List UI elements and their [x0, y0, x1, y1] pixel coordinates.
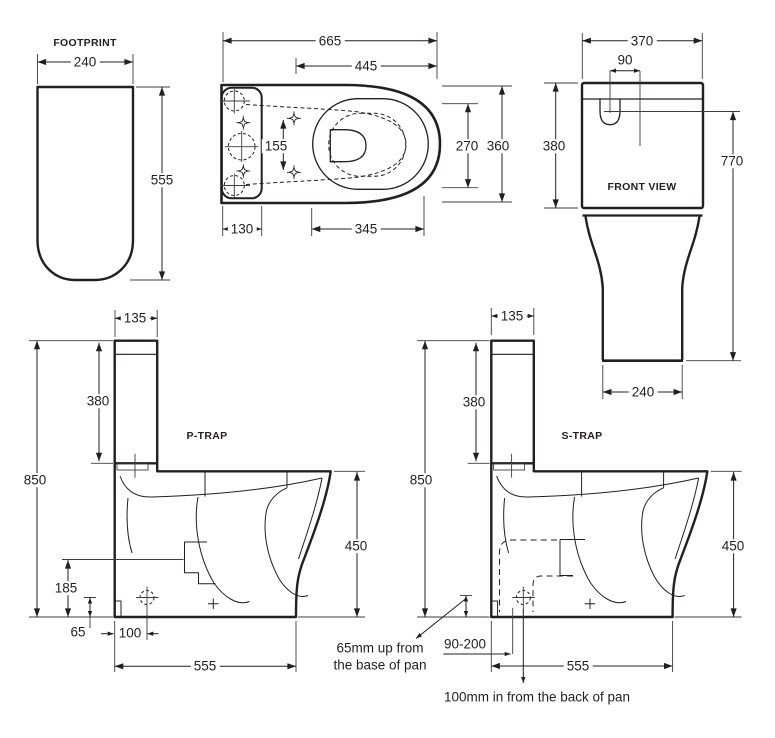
dim-ptrap-100: 100	[115, 626, 145, 640]
water-outline-dashed	[328, 112, 407, 177]
strap-cistern	[490, 339, 535, 465]
dim-front-inlet-offset: 90	[614, 53, 636, 67]
ptrap-floor-fixing	[136, 586, 159, 609]
fixing-hole-top	[221, 89, 250, 114]
dim-strap-setout-range: 90-200	[440, 637, 490, 651]
dim-top-rim-length: 445	[351, 59, 381, 73]
dim-ptrap-outlet-height: 185	[51, 581, 81, 595]
dim-top-bowl-width: 270	[452, 139, 482, 153]
front-view	[544, 33, 741, 399]
strap-trap-mark	[584, 598, 596, 609]
strap-note-65-line2: the base of pan	[333, 657, 427, 673]
dim-top-fixing-spacing: 155	[261, 139, 291, 153]
leader-strap-65-note	[415, 598, 467, 639]
p-trap-view	[29, 310, 365, 672]
rim-outline	[312, 98, 429, 190]
ptrap-label: P-TRAP	[184, 429, 230, 442]
footprint-view	[36, 54, 170, 282]
s-trap-view	[415, 308, 742, 683]
top-cistern-outline	[220, 86, 263, 200]
dim-strap-pan-height: 450	[718, 539, 748, 553]
footprint-label: FOOTPRINT	[51, 36, 119, 49]
front-cistern	[580, 81, 705, 210]
front-body-left	[584, 216, 604, 360]
seat-outline-dashed	[245, 104, 407, 185]
footprint-shape	[36, 85, 135, 282]
inlet-hole-centre	[225, 131, 259, 162]
dim-front-cistern-height: 380	[539, 139, 569, 153]
front-view-label: FRONT VIEW	[605, 180, 679, 193]
front-body-right	[681, 216, 701, 360]
dim-strap-depth: 555	[563, 659, 593, 673]
dim-strap-overall-height: 850	[406, 473, 436, 487]
dim-top-back-depth: 130	[227, 222, 257, 236]
fixing-hole-bottom	[221, 173, 250, 198]
ptrap-pan-outline	[113, 462, 332, 619]
dim-ptrap-overall-height: 850	[20, 473, 50, 487]
dim-top-overall-width: 360	[483, 139, 513, 153]
top-view	[220, 32, 512, 236]
strap-label: S-TRAP	[559, 429, 605, 442]
strap-note-100: 100mm in from the back of pan	[443, 689, 631, 705]
dim-front-inlet-height: 770	[717, 154, 747, 168]
dim-ptrap-pan-height: 450	[341, 539, 371, 553]
flush-button	[599, 99, 621, 126]
dim-strap-cistern-height: 380	[459, 395, 489, 409]
dim-strap-cistern-top: 135	[497, 309, 527, 323]
dim-top-seat-length: 345	[351, 222, 381, 236]
dim-top-overall-length: 665	[315, 34, 345, 48]
ptrap-skirt-notch	[114, 600, 122, 617]
strap-floor-outlet	[512, 586, 535, 609]
dim-front-width: 370	[627, 34, 657, 48]
strap-note-65-line1: 65mm up from	[336, 640, 424, 656]
ptrap-cistern	[113, 339, 159, 465]
strap-pipe-dashed-inner	[532, 575, 573, 612]
strap-pipe-dashed-outer	[499, 539, 557, 612]
ptrap-outlet-box	[184, 541, 216, 585]
dim-footprint-depth: 555	[147, 173, 177, 187]
dim-front-base-width: 240	[628, 385, 658, 399]
strap-pan-outline	[490, 462, 709, 619]
dim-ptrap-cistern-height: 380	[83, 394, 113, 408]
strap-hinge-plate	[493, 463, 526, 471]
dim-ptrap-65: 65	[67, 625, 89, 639]
trap-outlet-d-shape	[329, 129, 367, 163]
ptrap-hinge-plate	[116, 463, 149, 471]
strap-skirt-notch	[491, 600, 499, 617]
ptrap-trap-mark	[208, 598, 219, 609]
dim-footprint-width: 240	[70, 55, 100, 69]
dim-ptrap-depth: 555	[190, 659, 220, 673]
dim-ptrap-cistern-top: 135	[120, 311, 150, 325]
